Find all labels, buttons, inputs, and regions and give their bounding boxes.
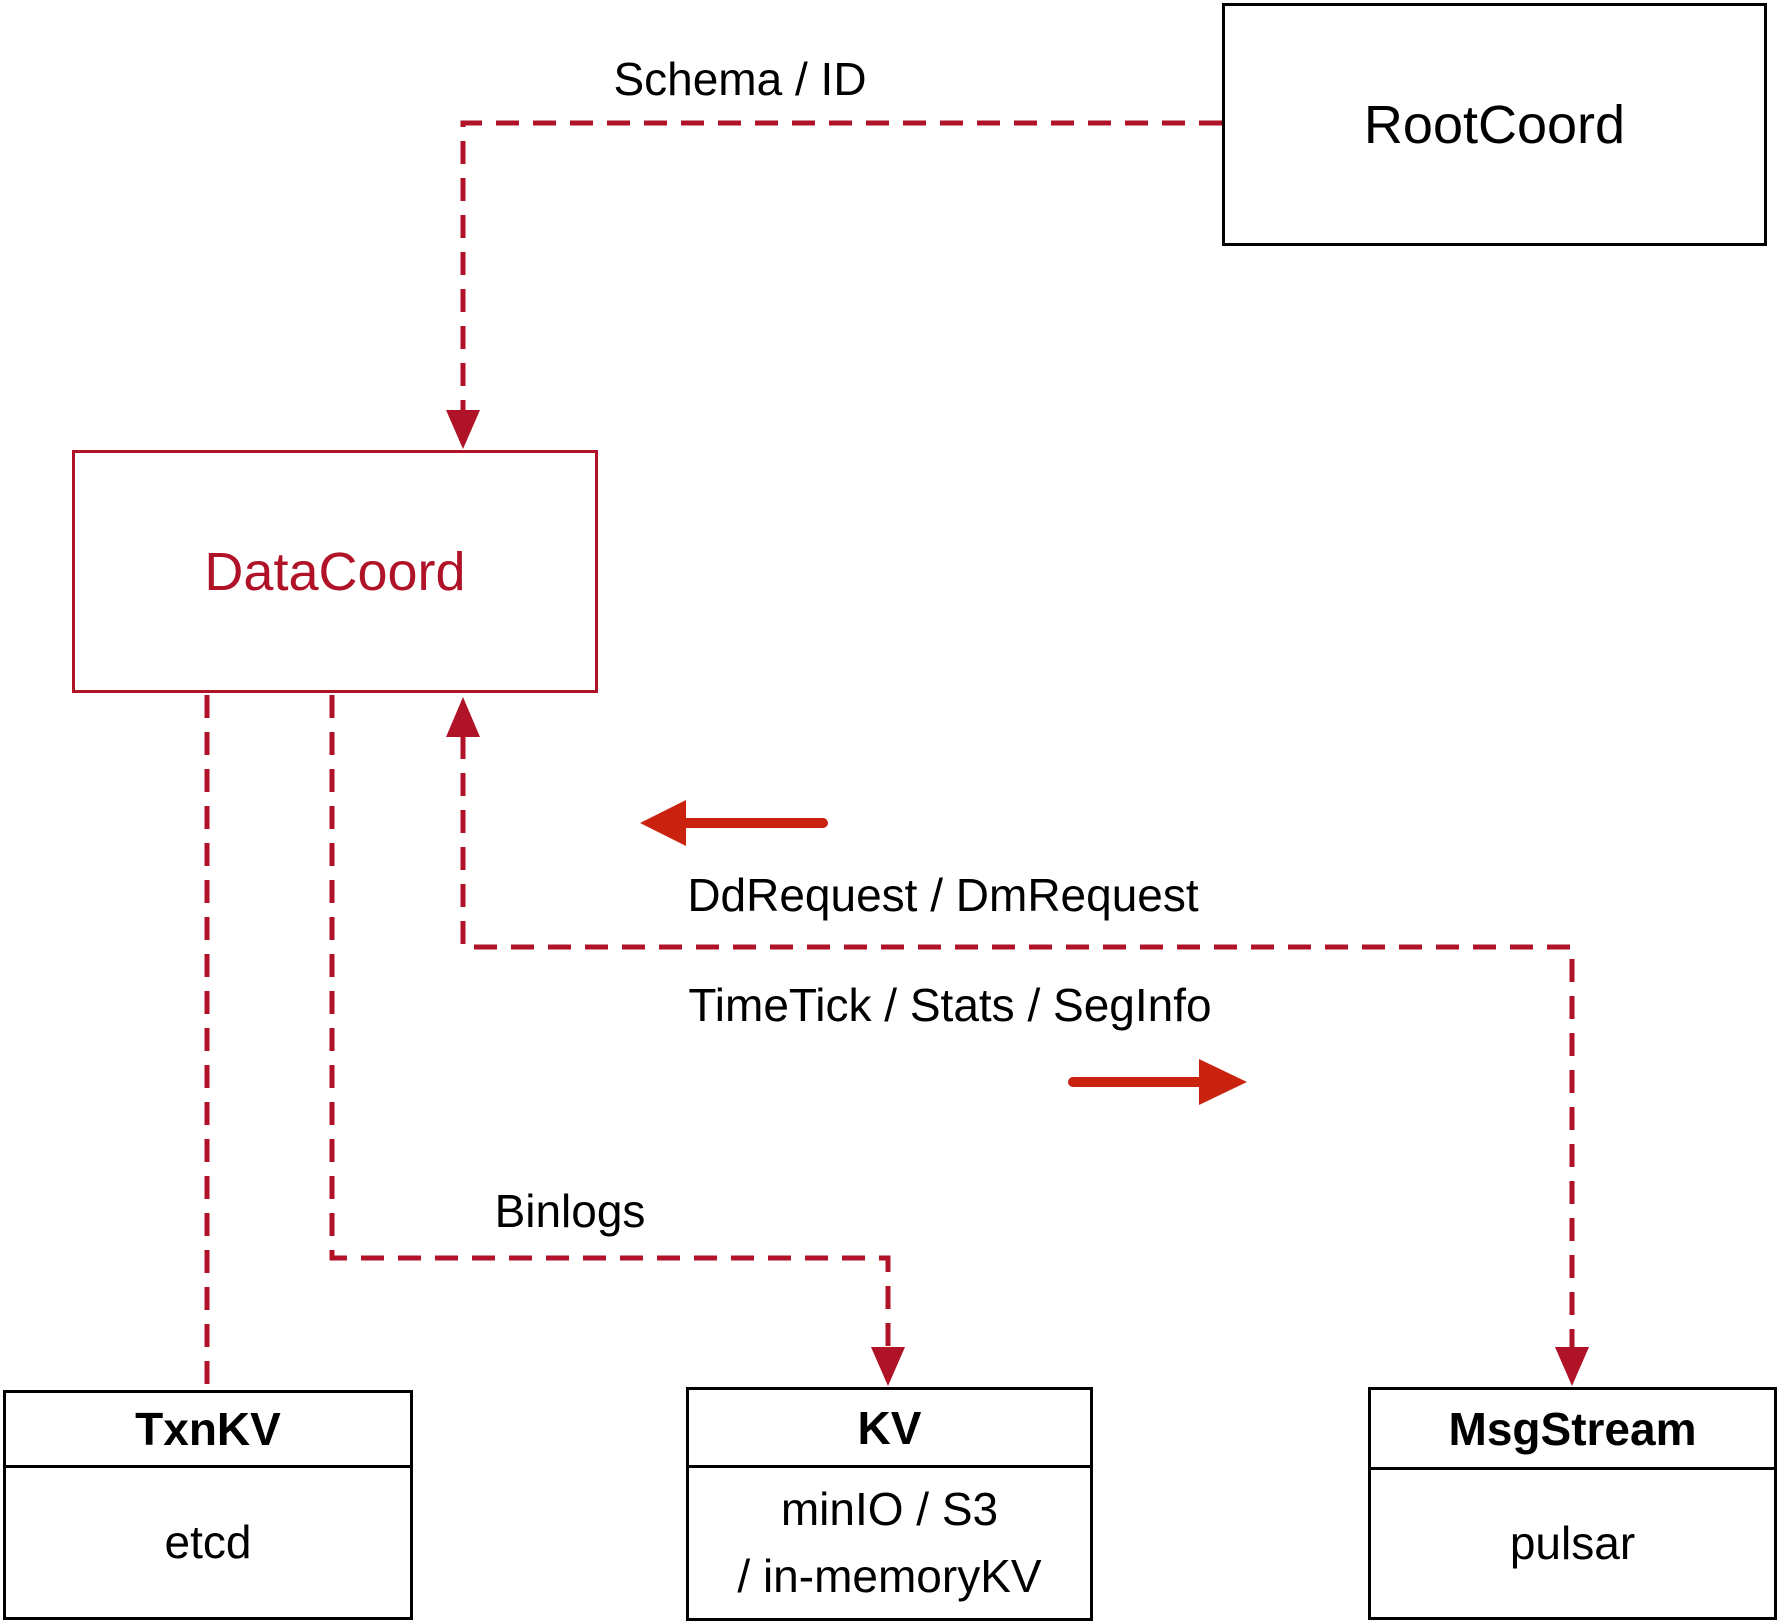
node-datacoord-label: DataCoord bbox=[204, 541, 466, 602]
node-rootcoord-label: RootCoord bbox=[1363, 94, 1626, 155]
arrow-up-icon bbox=[446, 697, 480, 737]
left-direction-arrow-icon bbox=[640, 800, 686, 846]
edge-label-schema-id: Schema / ID bbox=[613, 53, 867, 105]
arrow-down-icon bbox=[1555, 1347, 1589, 1386]
node-kv-impl-line1: minIO / S3 bbox=[780, 1483, 999, 1536]
edge-binlogs-path bbox=[329, 695, 891, 1370]
node-msgstream-header: MsgStream bbox=[1371, 1390, 1774, 1470]
node-txnkv-title: TxnKV bbox=[135, 1403, 281, 1455]
node-kv-impl-line2: / in-memoryKV bbox=[737, 1550, 1042, 1602]
node-msgstream-impl: pulsar bbox=[1509, 1517, 1636, 1570]
edge-label-timetick-stats-seginfo: TimeTick / Stats / SegInfo bbox=[688, 979, 1212, 1031]
node-txnkv-impl: etcd bbox=[164, 1516, 252, 1569]
node-txnkv: TxnKV etcd bbox=[3, 1390, 413, 1620]
node-msgstream-body: pulsar bbox=[1371, 1470, 1774, 1617]
arrow-down-icon bbox=[446, 410, 480, 449]
node-kv: KV minIO / S3 / in-memoryKV bbox=[686, 1387, 1093, 1621]
edge-label-binlogs: Binlogs bbox=[494, 1185, 646, 1237]
node-msgstream-title: MsgStream bbox=[1448, 1402, 1697, 1455]
node-kv-header: KV bbox=[689, 1390, 1090, 1468]
node-datacoord: DataCoord bbox=[72, 450, 598, 693]
arrow-down-icon bbox=[871, 1347, 905, 1386]
node-txnkv-body: etcd bbox=[6, 1468, 410, 1617]
edge-request-bus-path bbox=[460, 736, 1575, 1370]
right-direction-arrow-icon bbox=[1199, 1059, 1247, 1105]
node-kv-body: minIO / S3 / in-memoryKV bbox=[689, 1468, 1090, 1618]
edge-label-dd-dm-request: DdRequest / DmRequest bbox=[687, 869, 1199, 921]
node-kv-title: KV bbox=[857, 1401, 922, 1454]
node-msgstream: MsgStream pulsar bbox=[1368, 1387, 1777, 1620]
node-rootcoord: RootCoord bbox=[1222, 3, 1767, 246]
edge-schema-id-path bbox=[460, 120, 1222, 434]
node-txnkv-header: TxnKV bbox=[6, 1393, 410, 1468]
